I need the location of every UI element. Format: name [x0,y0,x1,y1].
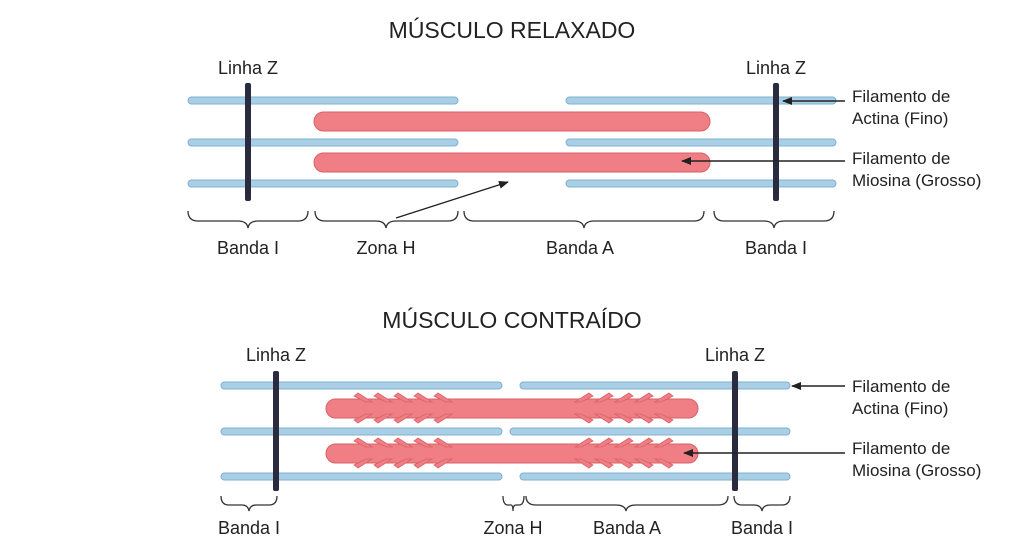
myosin-head [653,458,674,469]
contracted-braces [220,495,791,512]
myosin-head [593,458,614,469]
contracted-actin-label: Filamento de Actina (Fino) [852,377,955,418]
contracted-band-i-left-brace [220,495,278,512]
myosin-head [593,437,614,448]
actin-filament [565,138,837,147]
relaxed-actin-filaments [187,96,837,188]
contracted-myosin-label: Filamento de Miosina (Grosso) [852,439,981,480]
myosin-head [573,437,594,448]
myosin-head [353,458,374,469]
relaxed-z-line-right-label: Linha Z [746,58,806,78]
relaxed-band-i-right-label: Banda I [745,238,807,258]
actin-filament [519,472,791,481]
myosin-head [393,437,414,448]
myosin-head [613,392,634,403]
myosin-head [433,413,454,424]
actin-filament [220,472,503,481]
actin-filament [565,179,837,188]
myosin-head [573,458,594,469]
relaxed-band-i-right-brace [713,210,835,229]
contracted-actin-filaments [220,381,791,481]
contracted-zone-h-label: Zona H [483,518,542,538]
actin-filament [220,427,503,436]
actin-filament [220,381,503,390]
relaxed-braces [187,210,835,229]
myosin-head [393,458,414,469]
myosin-head [373,413,394,424]
contracted-band-a-brace [525,495,729,512]
contracted-title: MÚSCULO CONTRAÍDO [382,307,641,333]
myosin-head [413,458,434,469]
actin-filament [509,427,791,436]
contracted-band-i-right-brace [733,495,791,512]
relaxed-band-i-left-brace [187,210,309,229]
contracted-band-a-label: Banda A [593,518,661,538]
relaxed-z-line-left [245,83,251,201]
myosin-head [413,392,434,403]
relaxed-band-a-brace [463,210,705,229]
relaxed-myosin-filaments [313,111,711,173]
actin-filament [187,138,459,147]
myosin-head [633,437,654,448]
myosin-head [573,392,594,403]
myosin-head [613,437,634,448]
myosin-head [573,413,594,424]
actin-filament [187,96,459,105]
myosin-head [373,458,394,469]
myosin-filament [313,111,711,132]
relaxed-band-i-left-label: Banda I [217,238,279,258]
myosin-head [653,392,674,403]
actin-filament [519,381,791,390]
myosin-head [413,413,434,424]
contracted-z-line-left-label: Linha Z [246,345,306,365]
myosin-head [433,392,454,403]
myosin-head [433,458,454,469]
myosin-heads [353,392,674,469]
myosin-head [353,392,374,403]
myosin-head [353,413,374,424]
contracted-z-line-right-label: Linha Z [705,345,765,365]
myosin-head [353,437,374,448]
myosin-head [633,392,654,403]
contracted-z-line-left [273,371,279,491]
myosin-head [633,458,654,469]
contracted-band-i-left-label: Banda I [218,518,280,538]
relaxed-title: MÚSCULO RELAXADO [389,17,636,43]
relaxed-zone-h-arrow [395,180,509,219]
relaxed-zone-h-brace [314,210,459,229]
relaxed-zone-h-label: Zona H [356,238,415,258]
contracted-zone-h-brace [502,495,525,512]
myosin-head [633,413,654,424]
myosin-head [393,392,414,403]
myosin-head [613,413,634,424]
relaxed-actin-label: Filamento de Actina (Fino) [852,87,955,128]
contracted-section: MÚSCULO CONTRAÍDO Linha Z Linha Z Filame… [218,307,981,538]
myosin-head [613,458,634,469]
relaxed-myosin-label: Filamento de Miosina (Grosso) [852,149,981,190]
relaxed-section: MÚSCULO RELAXADO Linha Z Linha Z Filamen… [187,17,981,258]
contracted-myosin-filaments [325,392,699,469]
myosin-head [413,437,434,448]
myosin-head [373,437,394,448]
myosin-head [393,413,414,424]
myosin-filament [325,398,699,419]
relaxed-band-a-label: Banda A [546,238,614,258]
myosin-head [593,392,614,403]
myosin-head [433,437,454,448]
contracted-z-line-right [732,371,738,491]
contracted-band-i-right-label: Banda I [731,518,793,538]
myosin-head [653,437,674,448]
myosin-head [593,413,614,424]
relaxed-z-line-left-label: Linha Z [218,58,278,78]
myosin-head [373,392,394,403]
myosin-filament [313,152,711,173]
myosin-head [653,413,674,424]
actin-filament [187,179,459,188]
relaxed-z-line-right [773,83,779,201]
